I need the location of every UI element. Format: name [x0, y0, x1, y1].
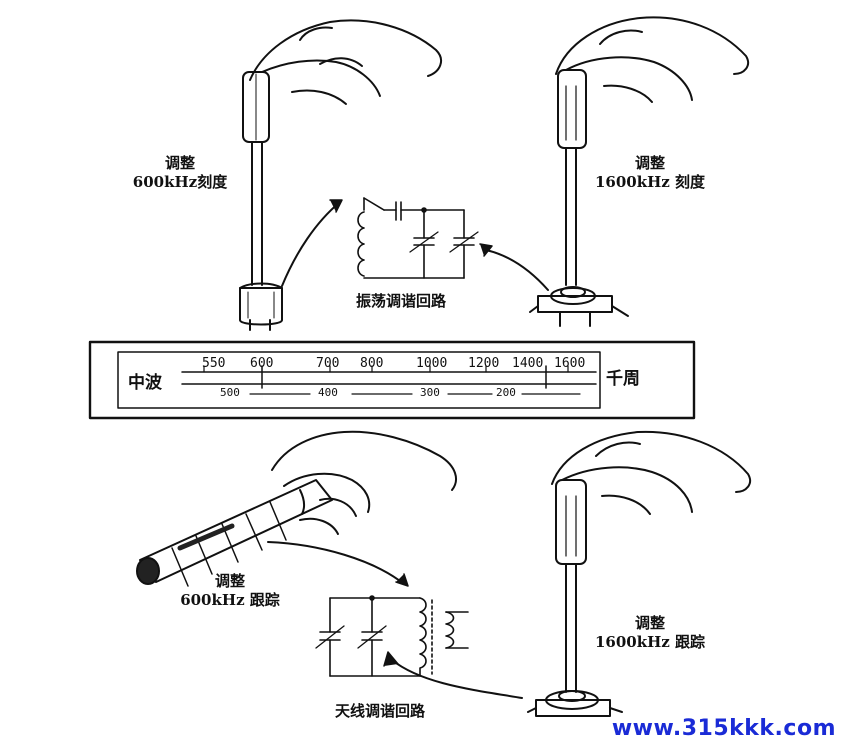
label-line: 1600kHz 跟踪	[594, 633, 706, 651]
oscillator-circuit-schematic	[357, 197, 479, 279]
arrow-from-antenna-trimmer	[391, 659, 523, 699]
dial-khz-1200: 1200	[468, 356, 500, 371]
label-line: 调整	[634, 614, 665, 632]
dial-khz-1400: 1400	[512, 356, 544, 371]
dial-khz-600: 600	[250, 356, 274, 371]
dial-band-left: 中波	[128, 373, 162, 393]
dial-khz-1000: 1000	[416, 356, 448, 371]
dial-meter-200: 200	[496, 386, 516, 399]
arrow-to-osc-circuit	[281, 201, 341, 287]
label-line: 调整	[634, 154, 665, 172]
hand-screwdriver-top-left	[239, 19, 443, 331]
dial-khz-550: 550	[202, 356, 226, 371]
arrow-to-antenna-circuit	[267, 541, 405, 585]
label-adjust-600khz-tracking: 调整 600kHz 跟踪	[170, 572, 290, 610]
label-adjust-1600khz-scale: 调整 1600kHz 刻度	[576, 154, 724, 192]
dial-band-right: 千周	[606, 369, 640, 389]
antenna-circuit-schematic	[315, 595, 469, 677]
label-line: 600kHz刻度	[132, 173, 228, 191]
dial-scale-panel	[88, 340, 696, 420]
label-adjust-600khz-scale: 调整 600kHz刻度	[128, 154, 232, 192]
label-line: 调整	[164, 154, 195, 172]
arrow-to-trimmer	[485, 249, 549, 291]
dial-meter-300: 300	[420, 386, 440, 399]
dial-khz-800: 800	[360, 356, 384, 371]
label-oscillator-circuit: 振荡调谐回路	[355, 292, 446, 310]
dial-khz-1600: 1600	[554, 356, 586, 371]
dial-meter-400: 400	[318, 386, 338, 399]
label-line: 1600kHz 刻度	[594, 173, 706, 191]
label-line: 600kHz 跟踪	[180, 591, 280, 609]
label-antenna-circuit: 天线调谐回路	[334, 702, 425, 720]
label-line: 调整	[214, 572, 245, 590]
dial-khz-700: 700	[316, 356, 340, 371]
hand-screwdriver-bottom-right	[527, 430, 752, 717]
hand-screwdriver-top-right	[529, 16, 750, 327]
watermark: www.315kkk.com	[611, 716, 836, 741]
label-adjust-1600khz-tracking: 调整 1600kHz 跟踪	[576, 614, 724, 652]
dial-meter-500: 500	[220, 386, 240, 399]
hand-ferrite-antenna	[136, 430, 457, 587]
